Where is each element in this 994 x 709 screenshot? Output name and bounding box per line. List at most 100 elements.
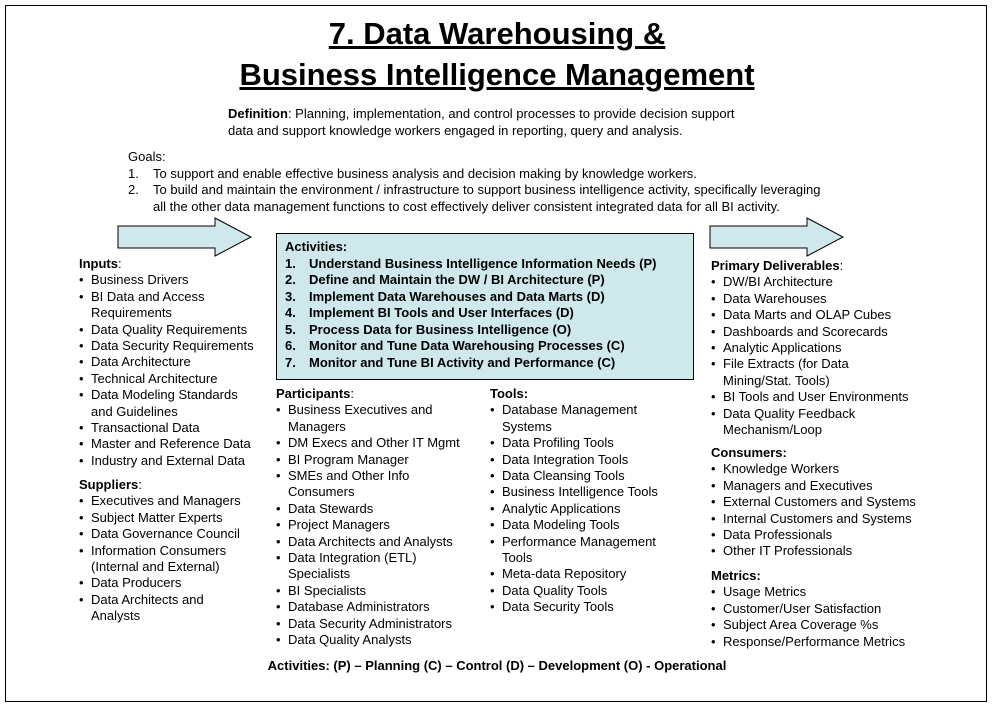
consumer-item: Internal Customers and Systems xyxy=(711,510,951,528)
suppliers-label: Suppliers xyxy=(79,477,139,492)
participant-item: BI Specialists xyxy=(276,583,481,600)
consumer-item: External Customers and Systems xyxy=(711,494,951,511)
input-item: Data Architecture xyxy=(79,354,274,371)
tool-item: Data Quality Tools xyxy=(490,583,690,600)
tools-label: Tools: xyxy=(490,386,529,401)
tool-item-text: Performance Management xyxy=(502,533,656,549)
metric-item-text: Subject Area Coverage %s xyxy=(723,617,879,633)
input-item-text: Technical Architecture xyxy=(91,370,218,386)
tool-item: Analytic Applications xyxy=(490,501,690,518)
participant-item-text: Business Executives and xyxy=(288,402,433,418)
consumer-item-text: Internal Customers and Systems xyxy=(723,510,912,526)
activities-box: Activities: 1.Understand Business Intell… xyxy=(276,233,694,380)
definition-label: Definition xyxy=(228,106,288,121)
deliverable-item-text: Dashboards and Scorecards xyxy=(723,323,888,339)
participant-item-text: Database Administrators xyxy=(288,599,430,615)
tools-list: Database ManagementSystemsData Profiling… xyxy=(490,402,690,616)
input-item: Master and Reference Data xyxy=(79,436,274,453)
participants-section: Participants: Business Executives andMan… xyxy=(276,386,481,649)
metric-item-text: Customer/User Satisfaction xyxy=(723,600,882,616)
tool-item-text: Database Management xyxy=(502,402,638,418)
input-item-text: BI Data and Access xyxy=(91,288,205,304)
tool-item: Data Modeling Tools xyxy=(490,517,690,534)
tool-item-text: Meta-data Repository xyxy=(502,566,627,582)
consumer-item-text: Data Professionals xyxy=(723,527,833,543)
input-item-text: Data Architecture xyxy=(91,354,191,370)
deliverable-item-text: Data Warehouses xyxy=(723,290,827,306)
supplier-item-text: Subject Matter Experts xyxy=(91,509,223,525)
tool-item: Data Cleansing Tools xyxy=(490,468,690,485)
tool-item-text: Data Modeling Tools xyxy=(502,517,620,533)
metric-item-text: Response/Performance Metrics xyxy=(723,633,906,649)
tool-item: Data Security Tools xyxy=(490,599,690,616)
activity-item: 5.Process Data for Business Intelligence… xyxy=(285,322,685,339)
activity-text: Implement BI Tools and User Interfaces (… xyxy=(309,305,574,320)
activity-item: 6.Monitor and Tune Data Warehousing Proc… xyxy=(285,338,685,355)
goals-label: Goals xyxy=(128,149,162,164)
tool-item-text: Data Profiling Tools xyxy=(502,435,614,451)
activity-item: 3.Implement Data Warehouses and Data Mar… xyxy=(285,289,685,306)
tools-section: Tools: Database ManagementSystemsData Pr… xyxy=(490,386,690,616)
goal-text: To build and maintain the environment / … xyxy=(153,182,821,197)
supplier-item-text: Data Architects and xyxy=(91,591,204,607)
supplier-item-text: Data Governance Council xyxy=(91,526,240,542)
input-item-text: Business Drivers xyxy=(91,272,189,288)
deliverable-item-text: Mining/Stat. Tools) xyxy=(723,372,830,388)
deliverable-item: Dashboards and Scorecards xyxy=(711,323,951,341)
participant-item: Data Architects and Analysts xyxy=(276,534,481,551)
supplier-item-text: Analysts xyxy=(91,608,141,624)
activity-number: 5. xyxy=(285,321,296,337)
supplier-item: Information Consumers(Internal and Exter… xyxy=(79,543,274,576)
participant-item: Project Managers xyxy=(276,517,481,534)
consumer-item-text: Other IT Professionals xyxy=(723,543,853,559)
activity-type-legend: Activities: (P) – Planning (C) – Control… xyxy=(267,658,727,673)
activity-text: Define and Maintain the DW / BI Architec… xyxy=(309,272,605,287)
tool-item: Data Profiling Tools xyxy=(490,435,690,452)
input-item-text: Data Modeling Standards xyxy=(91,387,238,403)
activity-number: 1. xyxy=(285,255,296,271)
activity-item: 4. Implement BI Tools and User Interfaces… xyxy=(285,305,685,322)
activity-item: 1. Understand Business Intelligence Infor… xyxy=(285,256,685,273)
input-item-text: and Guidelines xyxy=(91,403,178,419)
participant-item: DM Execs and Other IT Mgmt xyxy=(276,435,481,452)
deliverable-item: DW/BI Architecture xyxy=(711,274,951,291)
supplier-item: Data Governance Council xyxy=(79,526,274,543)
consumer-item: Other IT Professionals xyxy=(711,543,951,560)
tool-item-text: Data Integration Tools xyxy=(502,451,629,467)
deliverables-list: DW/BI ArchitectureData WarehousesData Ma… xyxy=(711,274,951,438)
tool-item-text: Data Security Tools xyxy=(502,599,614,615)
supplier-item: Data Producers xyxy=(79,575,274,592)
metrics-section: Metrics: Usage MetricsCustomer/User Sati… xyxy=(711,568,951,650)
deliverable-item: Analytic Applications xyxy=(711,340,951,357)
consumer-item-text: Knowledge Workers xyxy=(723,461,840,477)
participant-item: BI Program Manager xyxy=(276,452,481,469)
input-item: Industry and External Data xyxy=(79,453,274,470)
input-item-text: Master and Reference Data xyxy=(91,436,251,452)
participants-label: Participants xyxy=(276,386,351,401)
deliverable-item-text: Analytic Applications xyxy=(723,340,842,356)
activity-item: 2.Define and Maintain the DW / BI Archit… xyxy=(285,272,685,289)
tool-item: Business Intelligence Tools xyxy=(490,484,690,501)
inputs-section: Inputs: Business DriversBI Data and Acce… xyxy=(79,256,274,470)
activity-number: 4. xyxy=(285,305,296,320)
tool-item: Meta-data Repository xyxy=(490,566,690,583)
input-item: Business Drivers xyxy=(79,272,274,289)
suppliers-section: Suppliers: Executives and ManagersSubjec… xyxy=(79,477,274,625)
metrics-list: Usage MetricsCustomer/User SatisfactionS… xyxy=(711,584,951,650)
input-arrow xyxy=(117,217,253,257)
deliverable-item: BI Tools and User Environments xyxy=(711,389,951,406)
participant-item-text: Data Security Administrators xyxy=(288,615,453,631)
deliverable-item-text: File Extracts (for Data xyxy=(723,356,849,372)
consumer-item-text: Managers and Executives xyxy=(723,477,873,493)
deliverable-item: Data Warehouses xyxy=(711,290,951,308)
activities-list: 1. Understand Business Intelligence Infor… xyxy=(285,256,685,372)
supplier-item: Executives and Managers xyxy=(79,493,274,510)
participant-item-text: Data Integration (ETL) xyxy=(288,550,417,566)
activity-text: Understand Business Intelligence Informa… xyxy=(309,255,657,271)
metric-item-text: Usage Metrics xyxy=(723,584,807,600)
input-item-text: Transactional Data xyxy=(91,420,200,436)
activity-item: 7.Monitor and Tune BI Activity and Perfo… xyxy=(285,355,685,372)
goal-item: 2.To build and maintain the environment … xyxy=(128,182,820,215)
